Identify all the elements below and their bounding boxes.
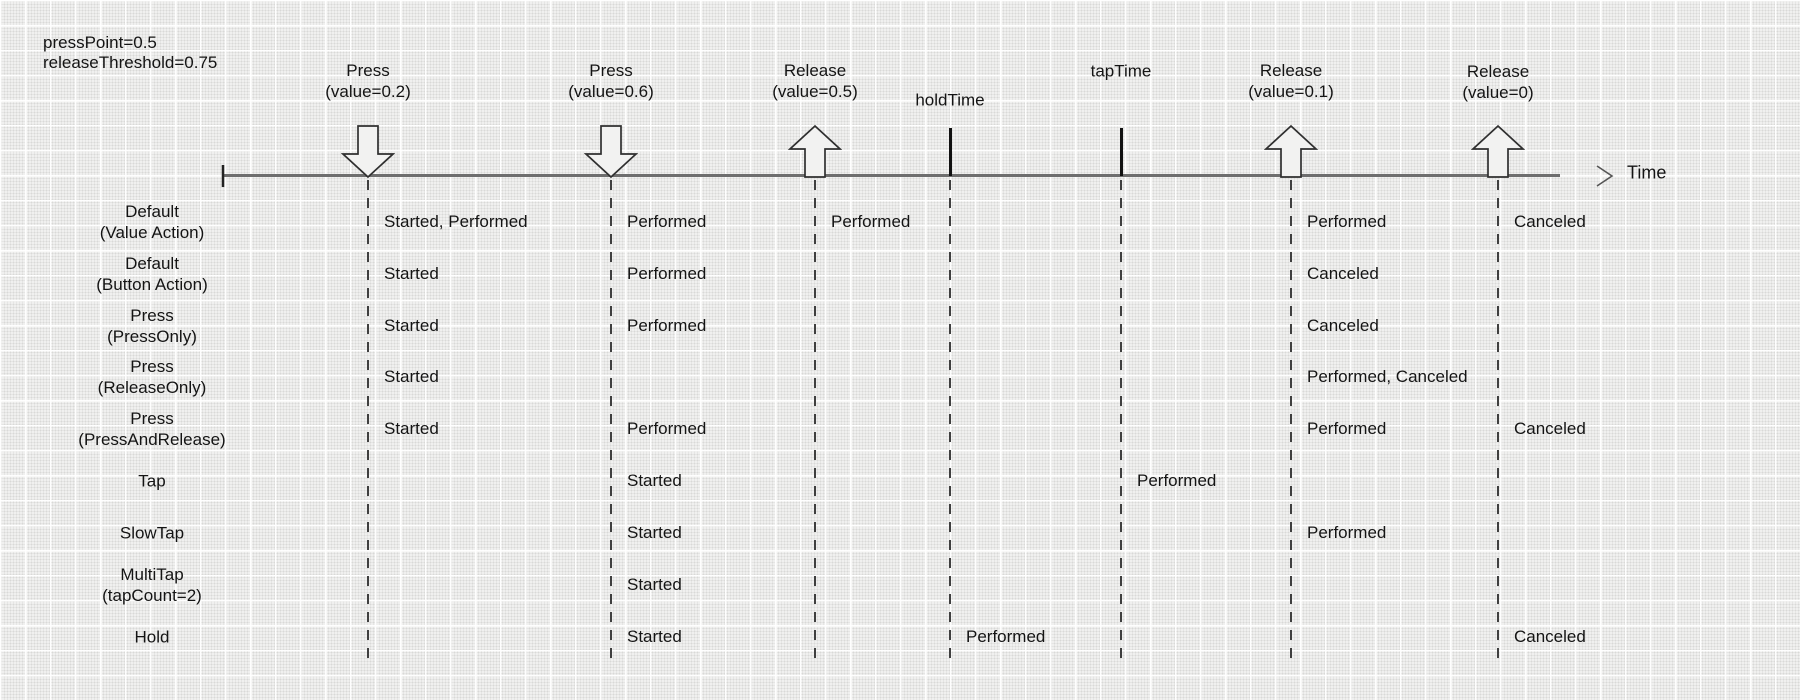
arrow-shape xyxy=(1471,124,1525,178)
row-label: Press (PressAndRelease) xyxy=(78,409,226,449)
event-text: Started xyxy=(627,471,682,490)
event-text: Performed xyxy=(966,627,1046,646)
event-text: Canceled xyxy=(1307,316,1379,335)
dashed-guide-line xyxy=(813,180,817,665)
press-value-0-6-label: Press (value=0.6) xyxy=(568,61,654,101)
release-up-arrow-icon xyxy=(788,124,842,178)
release-value-0-1-label: Release (value=0.1) xyxy=(1248,61,1334,101)
event-text: Performed xyxy=(831,212,911,231)
hold-time-tick xyxy=(948,128,952,176)
time-arrowhead-icon xyxy=(1596,165,1614,187)
row-label: Press (PressOnly) xyxy=(107,306,197,346)
event-text: Performed xyxy=(1137,471,1217,490)
event-text: Started xyxy=(627,627,682,646)
row-label: Press (ReleaseOnly) xyxy=(97,357,207,397)
event-text: Performed xyxy=(627,264,707,283)
event-text: Performed xyxy=(627,419,707,438)
dashed-guide-line xyxy=(1289,180,1293,665)
tap-time-tick xyxy=(1119,128,1123,176)
tap-time-label: tapTime xyxy=(1090,61,1152,81)
row-label: Default (Value Action) xyxy=(99,202,205,242)
dashed-guide-line xyxy=(366,180,370,665)
release-value-0-5-label: Release (value=0.5) xyxy=(772,61,858,101)
arrow-shape xyxy=(584,125,638,178)
event-text: Canceled xyxy=(1514,627,1586,646)
release-up-arrow-icon xyxy=(1471,124,1525,178)
event-text: Performed xyxy=(1307,523,1387,542)
event-text: Performed xyxy=(627,316,707,335)
event-text: Performed xyxy=(1307,212,1387,231)
release-up-arrow-icon xyxy=(1264,124,1318,178)
arrow-shape xyxy=(341,125,395,178)
time-axis-label: Time xyxy=(1627,162,1667,183)
dashed-guide-line xyxy=(609,180,613,665)
hold-time-label: holdTime xyxy=(915,90,985,110)
event-text: Started xyxy=(384,316,439,335)
event-text: Performed xyxy=(1307,419,1387,438)
parameters-note: pressPoint=0.5 releaseThreshold=0.75 xyxy=(43,33,217,73)
arrow-shape xyxy=(1264,124,1318,178)
row-label: SlowTap xyxy=(119,523,185,543)
dashed-guide-line xyxy=(948,180,952,665)
arrow-shape xyxy=(788,124,842,178)
event-text: Canceled xyxy=(1307,264,1379,283)
row-label: Hold xyxy=(134,627,170,647)
press-down-arrow-icon xyxy=(341,125,395,178)
event-text: Canceled xyxy=(1514,419,1586,438)
press-value-0-2-label: Press (value=0.2) xyxy=(325,61,411,101)
event-text: Performed xyxy=(627,212,707,231)
event-text: Started xyxy=(384,264,439,283)
event-text: Started xyxy=(627,523,682,542)
dashed-guide-line xyxy=(1496,180,1500,665)
event-text: Started xyxy=(627,575,682,594)
event-text: Started xyxy=(384,419,439,438)
release-value-0-label: Release (value=0) xyxy=(1462,62,1534,102)
row-label: Tap xyxy=(138,471,166,491)
row-label: MultiTap (tapCount=2) xyxy=(102,565,202,605)
release-threshold-param: releaseThreshold=0.75 xyxy=(43,53,218,72)
press-down-arrow-icon xyxy=(584,125,638,178)
event-text: Canceled xyxy=(1514,212,1586,231)
event-text: Performed, Canceled xyxy=(1307,367,1468,386)
dashed-guide-line xyxy=(1119,180,1123,665)
row-label: Default (Button Action) xyxy=(96,254,208,294)
event-text: Started, Performed xyxy=(384,212,528,231)
press-point-param: pressPoint=0.5 xyxy=(43,33,157,52)
event-text: Started xyxy=(384,367,439,386)
